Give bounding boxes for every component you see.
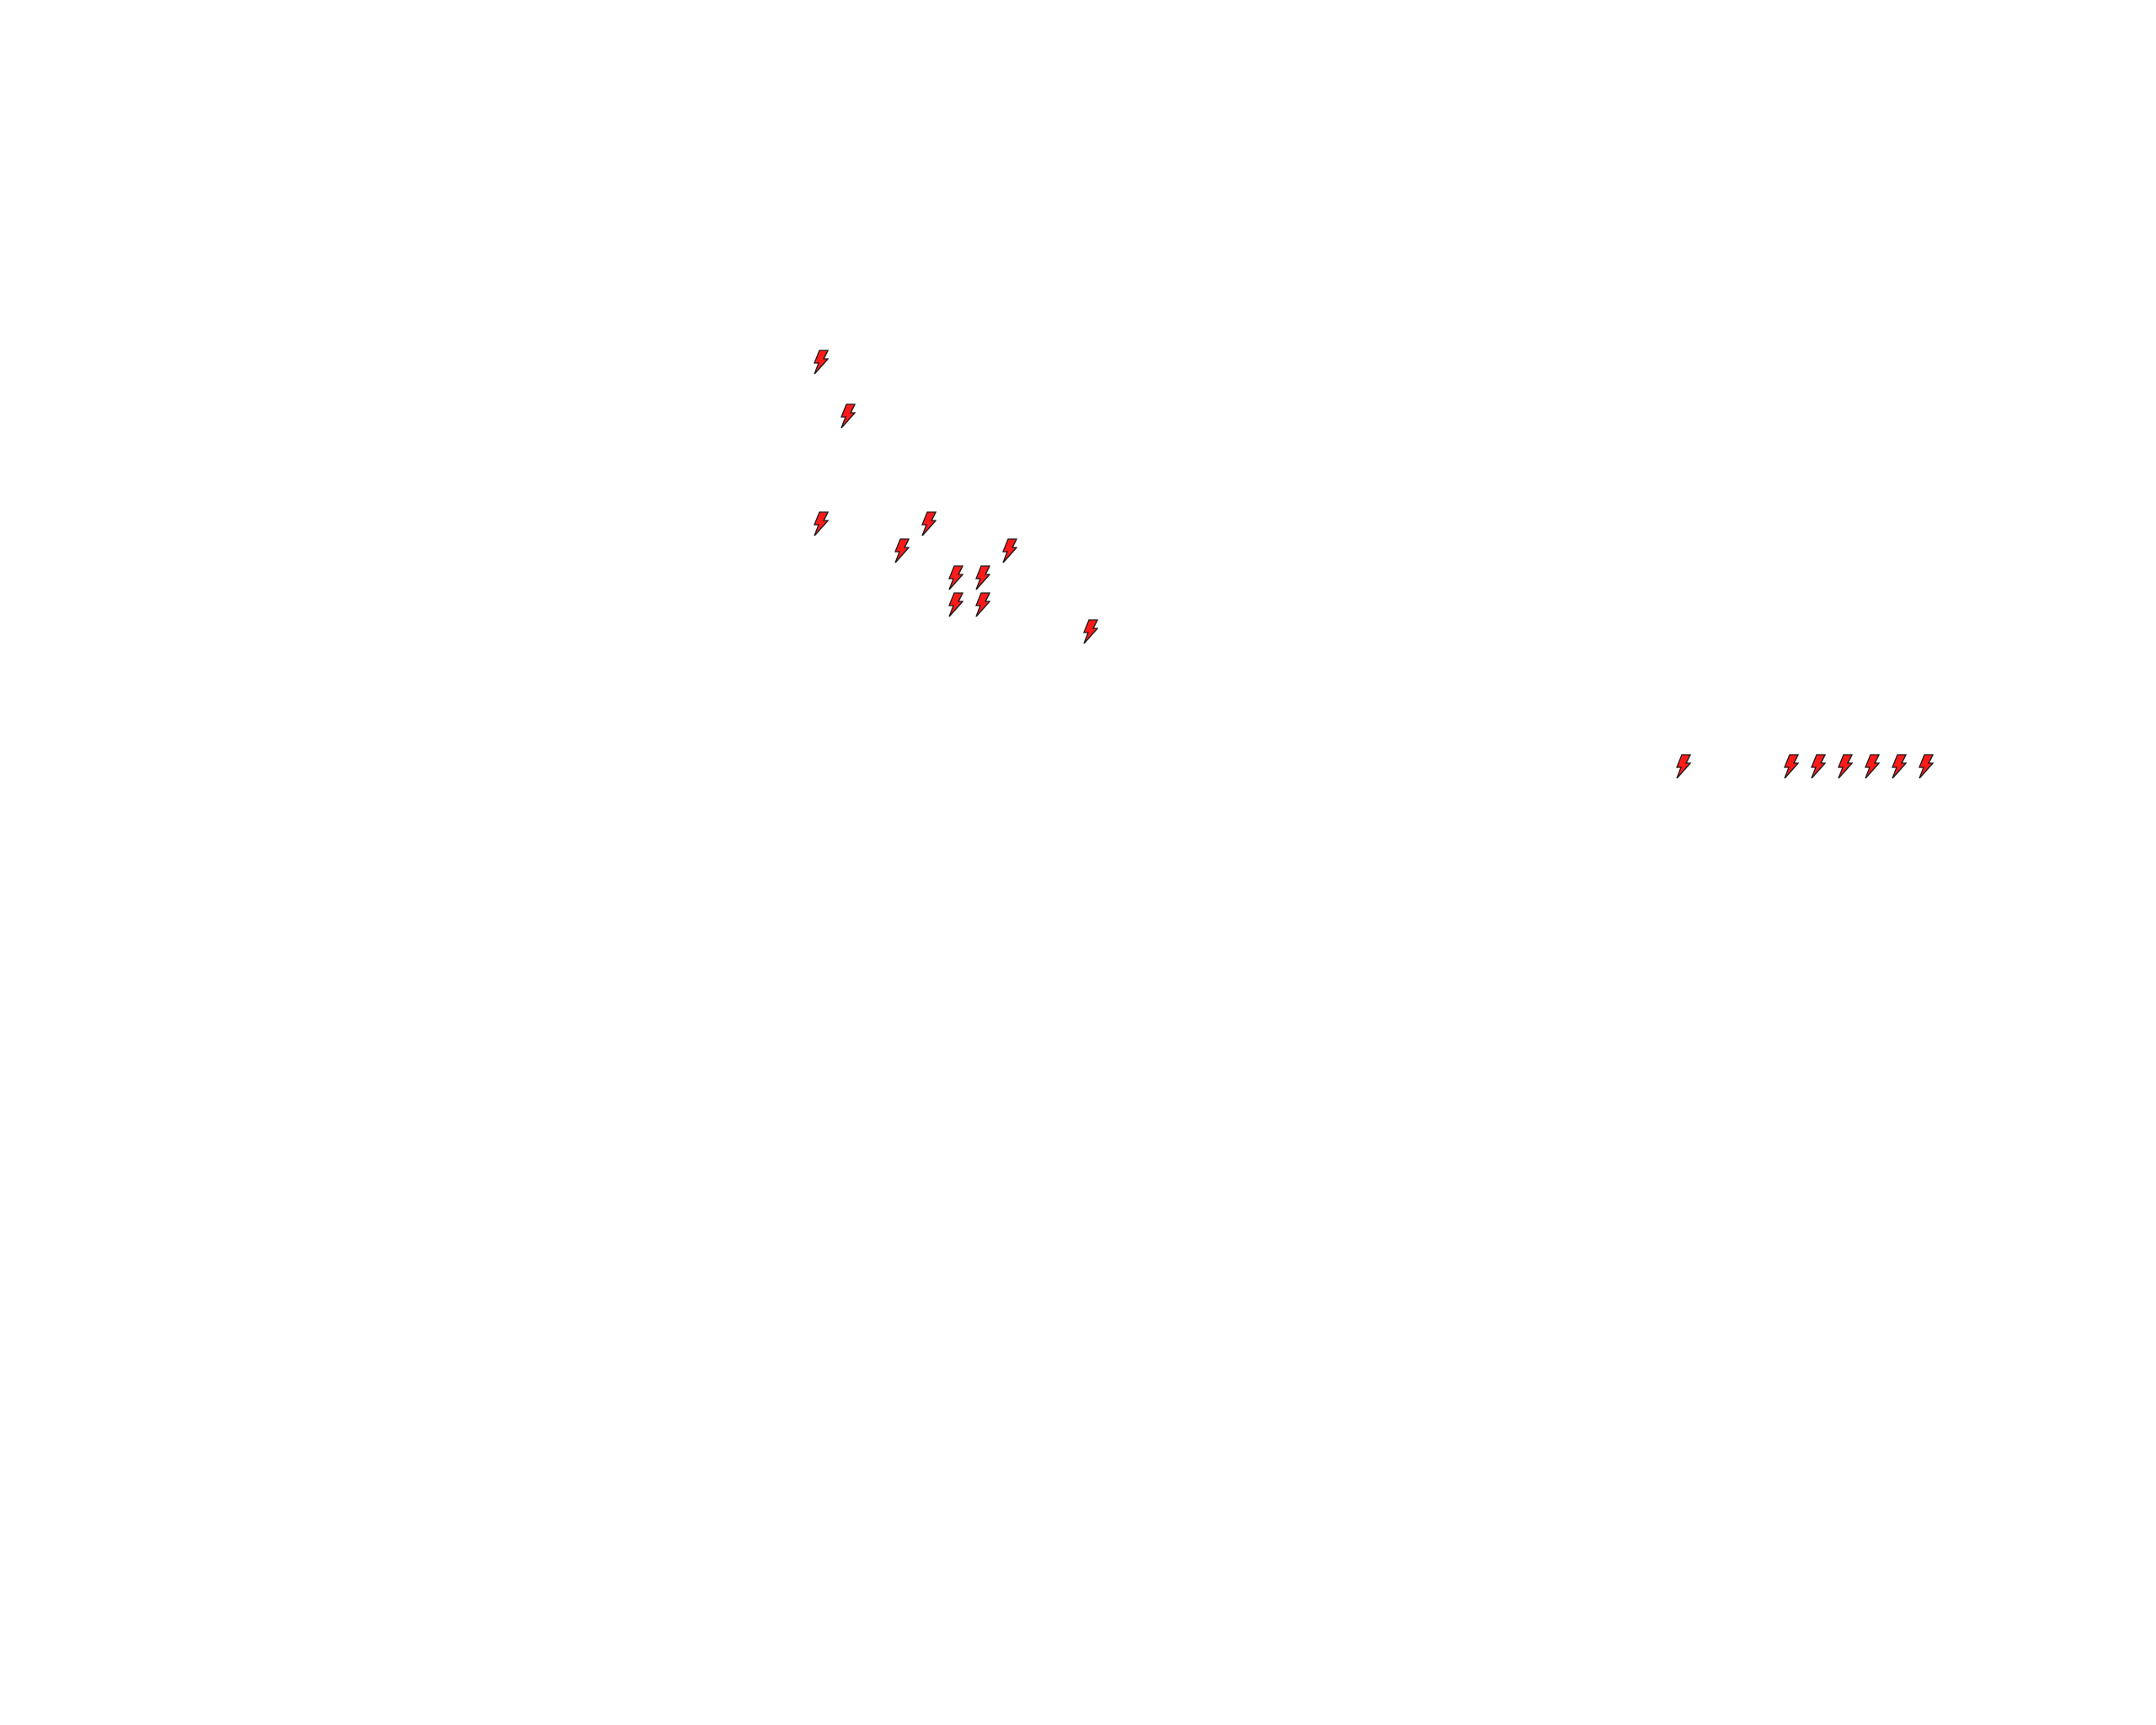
lightning-bolt-icon [894, 538, 910, 563]
lightning-marker-4[interactable] [916, 510, 943, 537]
lightning-marker-10[interactable] [970, 591, 997, 618]
lightning-bolt-icon [1002, 538, 1017, 563]
lightning-marker-15[interactable] [1833, 753, 1860, 780]
lightning-bolt-icon [1892, 754, 1907, 779]
lightning-bolt-icon [1919, 754, 1934, 779]
lightning-bolt-icon [841, 403, 856, 429]
lightning-bolt-icon [1865, 754, 1880, 779]
lightning-marker-6[interactable] [997, 537, 1024, 564]
lightning-marker-5[interactable] [889, 537, 916, 564]
lightning-marker-17[interactable] [1886, 753, 1913, 780]
lightning-bolt-icon [1838, 754, 1853, 779]
lightning-marker-1[interactable] [808, 349, 835, 376]
lightning-bolt-icon [975, 592, 990, 617]
lightning-bolt-icon [1083, 619, 1098, 644]
lightning-bolt-icon [948, 592, 963, 617]
lightning-bolt-icon [814, 350, 829, 375]
lightning-bolt-icon [1676, 754, 1691, 779]
lightning-marker-18[interactable] [1913, 753, 1940, 780]
lightning-marker-14[interactable] [1806, 753, 1833, 780]
lightning-marker-12[interactable] [1671, 753, 1698, 780]
lightning-marker-7[interactable] [943, 564, 970, 591]
lightning-bolt-icon [1811, 754, 1826, 779]
lightning-marker-2[interactable] [835, 403, 862, 430]
lightning-bolt-icon [948, 565, 963, 590]
lightning-marker-8[interactable] [970, 564, 997, 591]
lightning-bolt-icon [975, 565, 990, 590]
lightning-marker-11[interactable] [1078, 618, 1105, 645]
lightning-bolt-icon [921, 511, 937, 537]
lightning-bolt-icon [1784, 754, 1799, 779]
lightning-marker-3[interactable] [808, 510, 835, 537]
lightning-bolt-icon [814, 511, 829, 537]
lightning-marker-13[interactable] [1779, 753, 1806, 780]
lightning-marker-9[interactable] [943, 591, 970, 618]
lightning-marker-16[interactable] [1860, 753, 1886, 780]
